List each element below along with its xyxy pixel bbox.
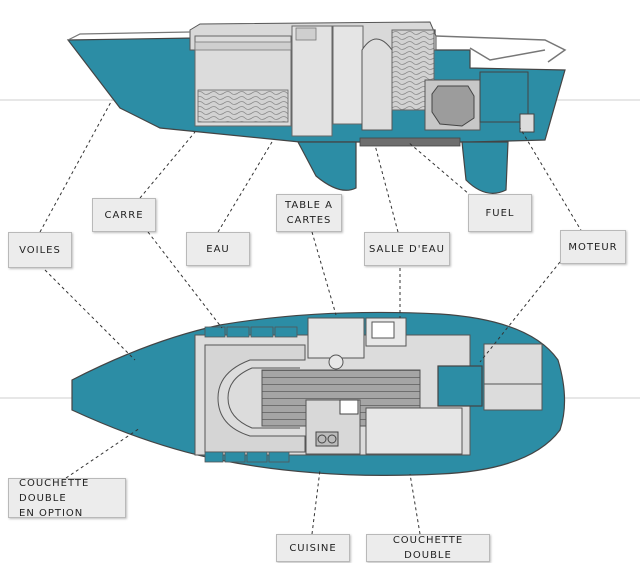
keel-bottom-strip xyxy=(359,137,461,147)
leader-moteur-top xyxy=(519,127,583,233)
side-profile-view xyxy=(0,21,640,194)
label-fuel: FUEL xyxy=(468,194,532,232)
leader-lines xyxy=(39,99,583,535)
leader-couchette-double xyxy=(409,473,421,535)
label-cuisine: CUISINE xyxy=(276,534,350,562)
galley-stove xyxy=(315,431,339,447)
leader-cuisine xyxy=(311,469,321,535)
door-arch xyxy=(361,38,393,131)
label-couchette-double: COUCHETTE DOUBLE xyxy=(366,534,490,562)
label-salle-d-eau: SALLE D'EAU xyxy=(364,232,450,266)
cockpit-seat-top xyxy=(483,343,543,385)
head-basin xyxy=(371,321,395,339)
burner-2 xyxy=(327,434,337,444)
label-table-a-cartes: TABLE A CARTES xyxy=(276,194,342,232)
burner-1 xyxy=(317,434,327,444)
hatch-top xyxy=(295,27,317,41)
leader-salle-top xyxy=(374,144,399,233)
aft-double-berth xyxy=(365,407,463,455)
companionway-area xyxy=(291,25,333,137)
keel-left xyxy=(297,141,357,191)
stern-pulpit xyxy=(435,35,567,63)
forward-berth-cushion xyxy=(227,367,300,429)
forward-u-berth xyxy=(204,344,306,453)
rudder-stock xyxy=(519,113,535,133)
leader-couchette-option xyxy=(65,427,141,479)
side-lockers xyxy=(204,326,298,463)
label-voiles: VOILES xyxy=(8,232,72,268)
rudder-aft xyxy=(461,141,509,194)
leader-voiles-top xyxy=(39,99,113,233)
leader-fuel xyxy=(407,141,477,201)
saloon-berth-woodgrain xyxy=(197,89,289,123)
forward-cabin-rail xyxy=(194,41,292,51)
label-carre: CARRE xyxy=(92,198,156,232)
label-eau: EAU xyxy=(186,232,250,266)
leader-voiles-bottom xyxy=(44,269,136,361)
engine-block xyxy=(431,85,475,127)
seat-stool xyxy=(328,354,344,370)
galley-sink xyxy=(339,399,359,415)
plan-view xyxy=(0,311,640,476)
leader-carre-top xyxy=(139,131,196,199)
cockpit-seat-bottom xyxy=(483,383,543,411)
label-couchette-double-option: COUCHETTE DOUBLE EN OPTION xyxy=(8,478,126,519)
chart-table-plan xyxy=(307,317,365,359)
leader-eau xyxy=(217,141,273,233)
leader-carre-bottom xyxy=(147,231,223,329)
label-moteur: MOTEUR xyxy=(560,230,626,264)
leader-table xyxy=(311,231,337,316)
chart-table-profile xyxy=(332,25,364,125)
bow-pulpit xyxy=(67,31,191,41)
engine-plan xyxy=(437,365,483,407)
